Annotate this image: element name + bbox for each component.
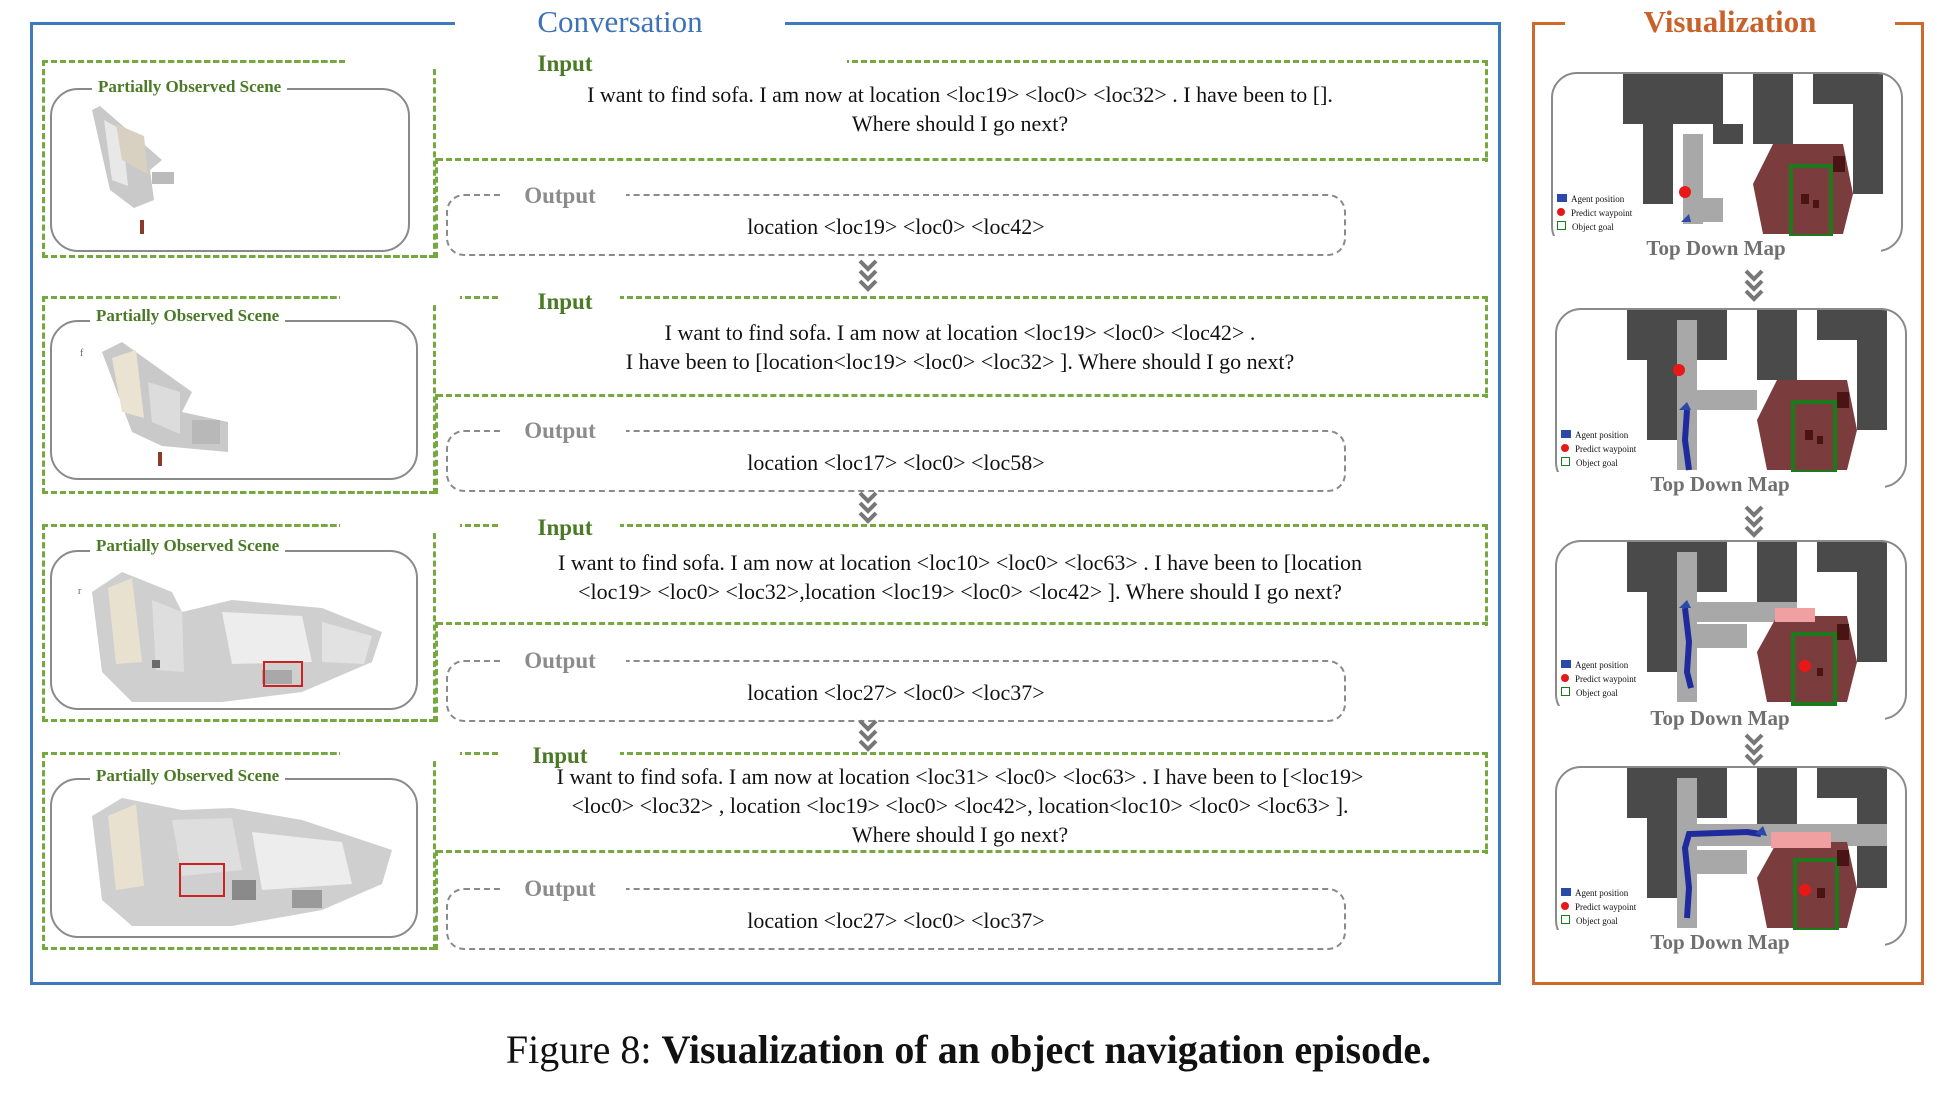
scene-view: r <box>50 550 418 710</box>
scene-view: f <box>50 320 418 480</box>
output-message: location <loc27> <loc0> <loc37> <box>747 908 1045 933</box>
input-line: <loc19> <loc0> <loc32>,location <loc19> … <box>578 579 1342 604</box>
input-line: I want to find sofa. I am now at locatio… <box>556 764 1364 789</box>
input-label: Input <box>537 515 593 540</box>
svg-text:f: f <box>80 348 84 359</box>
agent-icon <box>1561 888 1571 896</box>
input-message: I want to find sofa. I am now at locatio… <box>440 318 1480 376</box>
map-caption: Top Down Map <box>1555 930 1885 955</box>
output-label: Output <box>524 183 596 208</box>
caption-prefix: Figure 8: <box>505 1027 662 1072</box>
map-legend: Agent position Predict waypoint Object g… <box>1561 428 1636 470</box>
agent-icon <box>1561 430 1571 438</box>
scene-render <box>92 798 392 926</box>
caption-title: Visualization of an object navigation ep… <box>661 1027 1432 1072</box>
map-render <box>1627 542 1887 706</box>
map-render <box>1627 310 1887 474</box>
chevron-down-icon <box>1744 505 1764 538</box>
input-label: Input <box>537 289 593 314</box>
goal-icon <box>1561 915 1570 924</box>
visualization-title: Visualization <box>1565 0 1895 44</box>
map-legend: Agent position Predict waypoint Object g… <box>1561 658 1636 700</box>
scene-label: Partially Observed Scene <box>90 536 286 556</box>
waypoint-icon <box>1557 208 1565 216</box>
map-caption: Top Down Map <box>1555 706 1885 731</box>
figure-caption: Figure 8: Visualization of an object nav… <box>0 1026 1937 1073</box>
chevron-down-icon <box>858 719 878 752</box>
input-label: Input <box>532 743 588 768</box>
input-line: <loc0> <loc32> , location <loc19> <loc0>… <box>571 793 1349 818</box>
scene-view <box>50 88 410 252</box>
chevron-down-icon <box>1744 269 1764 302</box>
chevron-down-icon <box>1744 733 1764 766</box>
input-line: I have been to [location<loc19> <loc0> <… <box>625 349 1295 374</box>
input-message: I want to find sofa. I am now at locatio… <box>440 548 1480 606</box>
input-line: Where should I go next? <box>851 111 1069 136</box>
waypoint-icon <box>1561 674 1569 682</box>
agent-icon <box>1561 660 1571 668</box>
map-caption: Top Down Map <box>1555 472 1885 497</box>
scene-label: Partially Observed Scene <box>90 306 286 326</box>
input-message: I want to find sofa. I am now at locatio… <box>440 762 1480 849</box>
output-label: Output <box>524 876 596 901</box>
input-message: I want to find sofa. I am now at locatio… <box>440 80 1480 138</box>
chevron-down-icon <box>858 491 878 524</box>
output-message: location <loc27> <loc0> <loc37> <box>747 680 1045 705</box>
top-down-map: Agent position Predict waypoint Object g… <box>1555 540 1907 720</box>
input-line: I want to find sofa. I am now at locatio… <box>664 320 1256 345</box>
goal-icon <box>1561 687 1570 696</box>
scene-label: Partially Observed Scene <box>90 766 286 786</box>
top-down-map: Agent position Predict waypoint Object g… <box>1555 766 1907 946</box>
svg-text:r: r <box>78 586 82 597</box>
input-line: Where should I go next? <box>851 822 1069 847</box>
output-label: Output <box>524 648 596 673</box>
waypoint-icon <box>1561 444 1569 452</box>
goal-icon <box>1557 221 1566 230</box>
goal-icon <box>1561 457 1570 466</box>
scene-label: Partially Observed Scene <box>92 77 288 97</box>
chevron-down-icon <box>858 259 878 292</box>
waypoint-icon <box>1561 902 1569 910</box>
map-legend: Agent position Predict waypoint Object g… <box>1561 886 1636 928</box>
scene-render <box>92 106 174 234</box>
map-caption: Top Down Map <box>1551 236 1881 261</box>
conversation-title: Conversation <box>455 0 785 44</box>
top-down-map: Agent position Predict waypoint Object g… <box>1555 308 1907 488</box>
input-line: I want to find sofa. I am now at locatio… <box>558 550 1362 575</box>
scene-render: r <box>78 572 382 702</box>
output-message: location <loc19> <loc0> <loc42> <box>747 214 1045 239</box>
output-message: location <loc17> <loc0> <loc58> <box>747 450 1045 475</box>
scene-render: f <box>80 342 228 466</box>
agent-icon <box>1557 194 1567 202</box>
input-label: Input <box>537 51 593 76</box>
output-frame <box>446 194 1346 256</box>
input-line: I want to find sofa. I am now at locatio… <box>587 82 1333 107</box>
top-down-map: Agent position Predict waypoint Object g… <box>1551 72 1903 252</box>
output-label: Output <box>524 418 596 443</box>
map-render <box>1627 768 1887 932</box>
map-legend: Agent position Predict waypoint Object g… <box>1557 192 1632 234</box>
